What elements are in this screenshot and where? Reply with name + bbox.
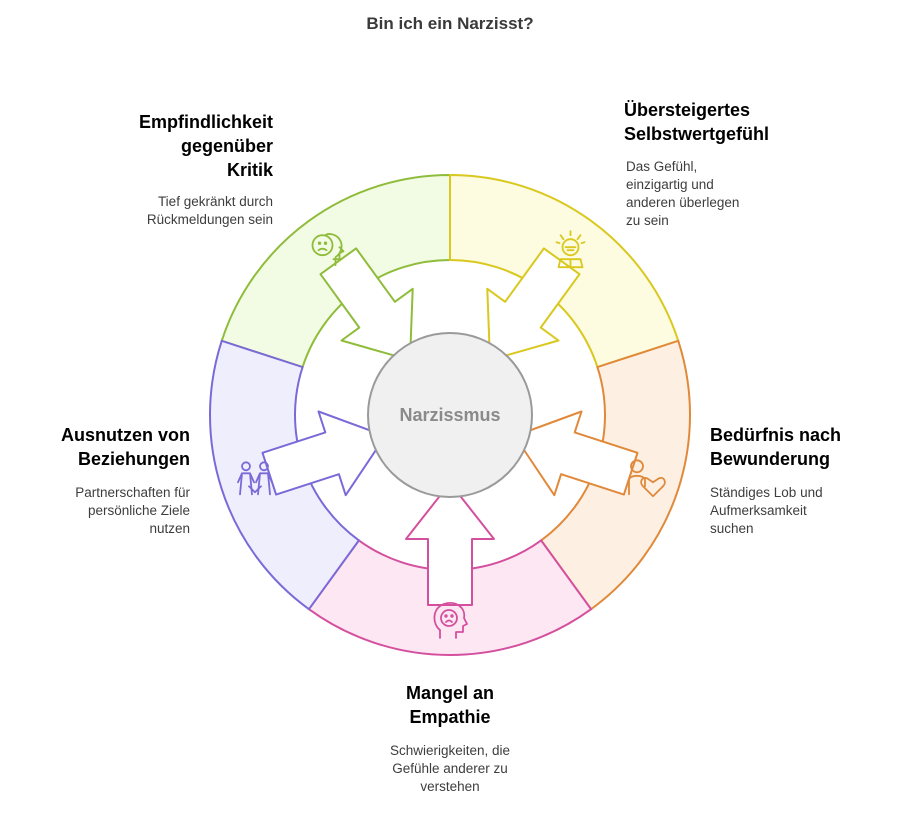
title-line: Beziehungen [77, 449, 190, 469]
title-line: Selbstwertgefühl [624, 124, 770, 144]
segment-title-selbstwert: Übersteigertes Selbstwertgefühl [624, 98, 769, 146]
arrow-beziehungen [261, 410, 387, 497]
arrow-bewunderung [513, 410, 639, 497]
proud-person-icon [555, 230, 586, 269]
segment-title-beziehungen: Ausnutzen von Beziehungen [61, 423, 190, 471]
sad-face-head-icon [311, 233, 345, 267]
desc-line: Gefühle anderer zu [392, 761, 508, 776]
desc-line: anderen überlegen [626, 195, 740, 210]
arrow-empathie [405, 482, 495, 606]
title-line: Mangel an [405, 683, 494, 703]
desc-line: einzigartig und [626, 177, 714, 192]
arrow-selbstwert [486, 247, 581, 361]
center-circle [367, 332, 533, 498]
arrow-kritik [319, 247, 414, 361]
title-line: Bewunderung [710, 449, 830, 469]
page-title: Bin ich ein Narzisst? [366, 14, 534, 33]
desc-line: Aufmerksamkeit [710, 503, 807, 518]
desc-line: zu sein [626, 213, 669, 228]
desc-line: Das Gefühl, [626, 159, 698, 174]
title-line: Empfindlichkeit [138, 112, 273, 132]
segment-desc-empathie: Schwierigkeiten, die Gefühle anderer zu … [300, 742, 600, 796]
segment-desc-beziehungen: Partnerschaften für persönliche Ziele nu… [75, 484, 190, 538]
segment-desc-selbstwert: Das Gefühl, einzigartig und anderen über… [626, 158, 739, 230]
desc-line: persönliche Ziele [87, 503, 190, 518]
center-label: Narzissmus [399, 405, 500, 425]
desc-line: nutzen [149, 521, 190, 536]
desc-line: Partnerschaften für [75, 485, 190, 500]
segment-title-empathie: Mangel an Empathie [300, 681, 600, 729]
title-line: Empathie [409, 707, 491, 727]
people-connected-icon [237, 461, 273, 496]
title-line: Ausnutzen von [61, 425, 190, 445]
sad-face-head-icon [433, 602, 468, 639]
desc-line: Rückmeldungen sein [146, 212, 273, 227]
segment-desc-kritik: Tief gekränkt durch Rückmeldungen sein [147, 193, 273, 229]
title-line: Übersteigertes [624, 100, 751, 120]
segment-title-bewunderung: Bedürfnis nach Bewunderung [710, 423, 841, 471]
desc-line: Schwierigkeiten, die [389, 743, 511, 758]
desc-line: verstehen [420, 779, 480, 794]
segment-title-kritik: Empfindlichkeit gegenüber Kritik [139, 110, 273, 182]
person-heart-icon [628, 459, 666, 498]
title-line: Bedürfnis nach [710, 425, 842, 445]
desc-line: suchen [710, 521, 754, 536]
desc-line: Ständiges Lob und [710, 485, 823, 500]
segment-desc-bewunderung: Ständiges Lob und Aufmerksamkeit suchen [710, 484, 823, 538]
title-line: gegenüber [180, 136, 273, 156]
title-line: Kritik [226, 160, 273, 180]
desc-line: Tief gekränkt durch [157, 194, 273, 209]
